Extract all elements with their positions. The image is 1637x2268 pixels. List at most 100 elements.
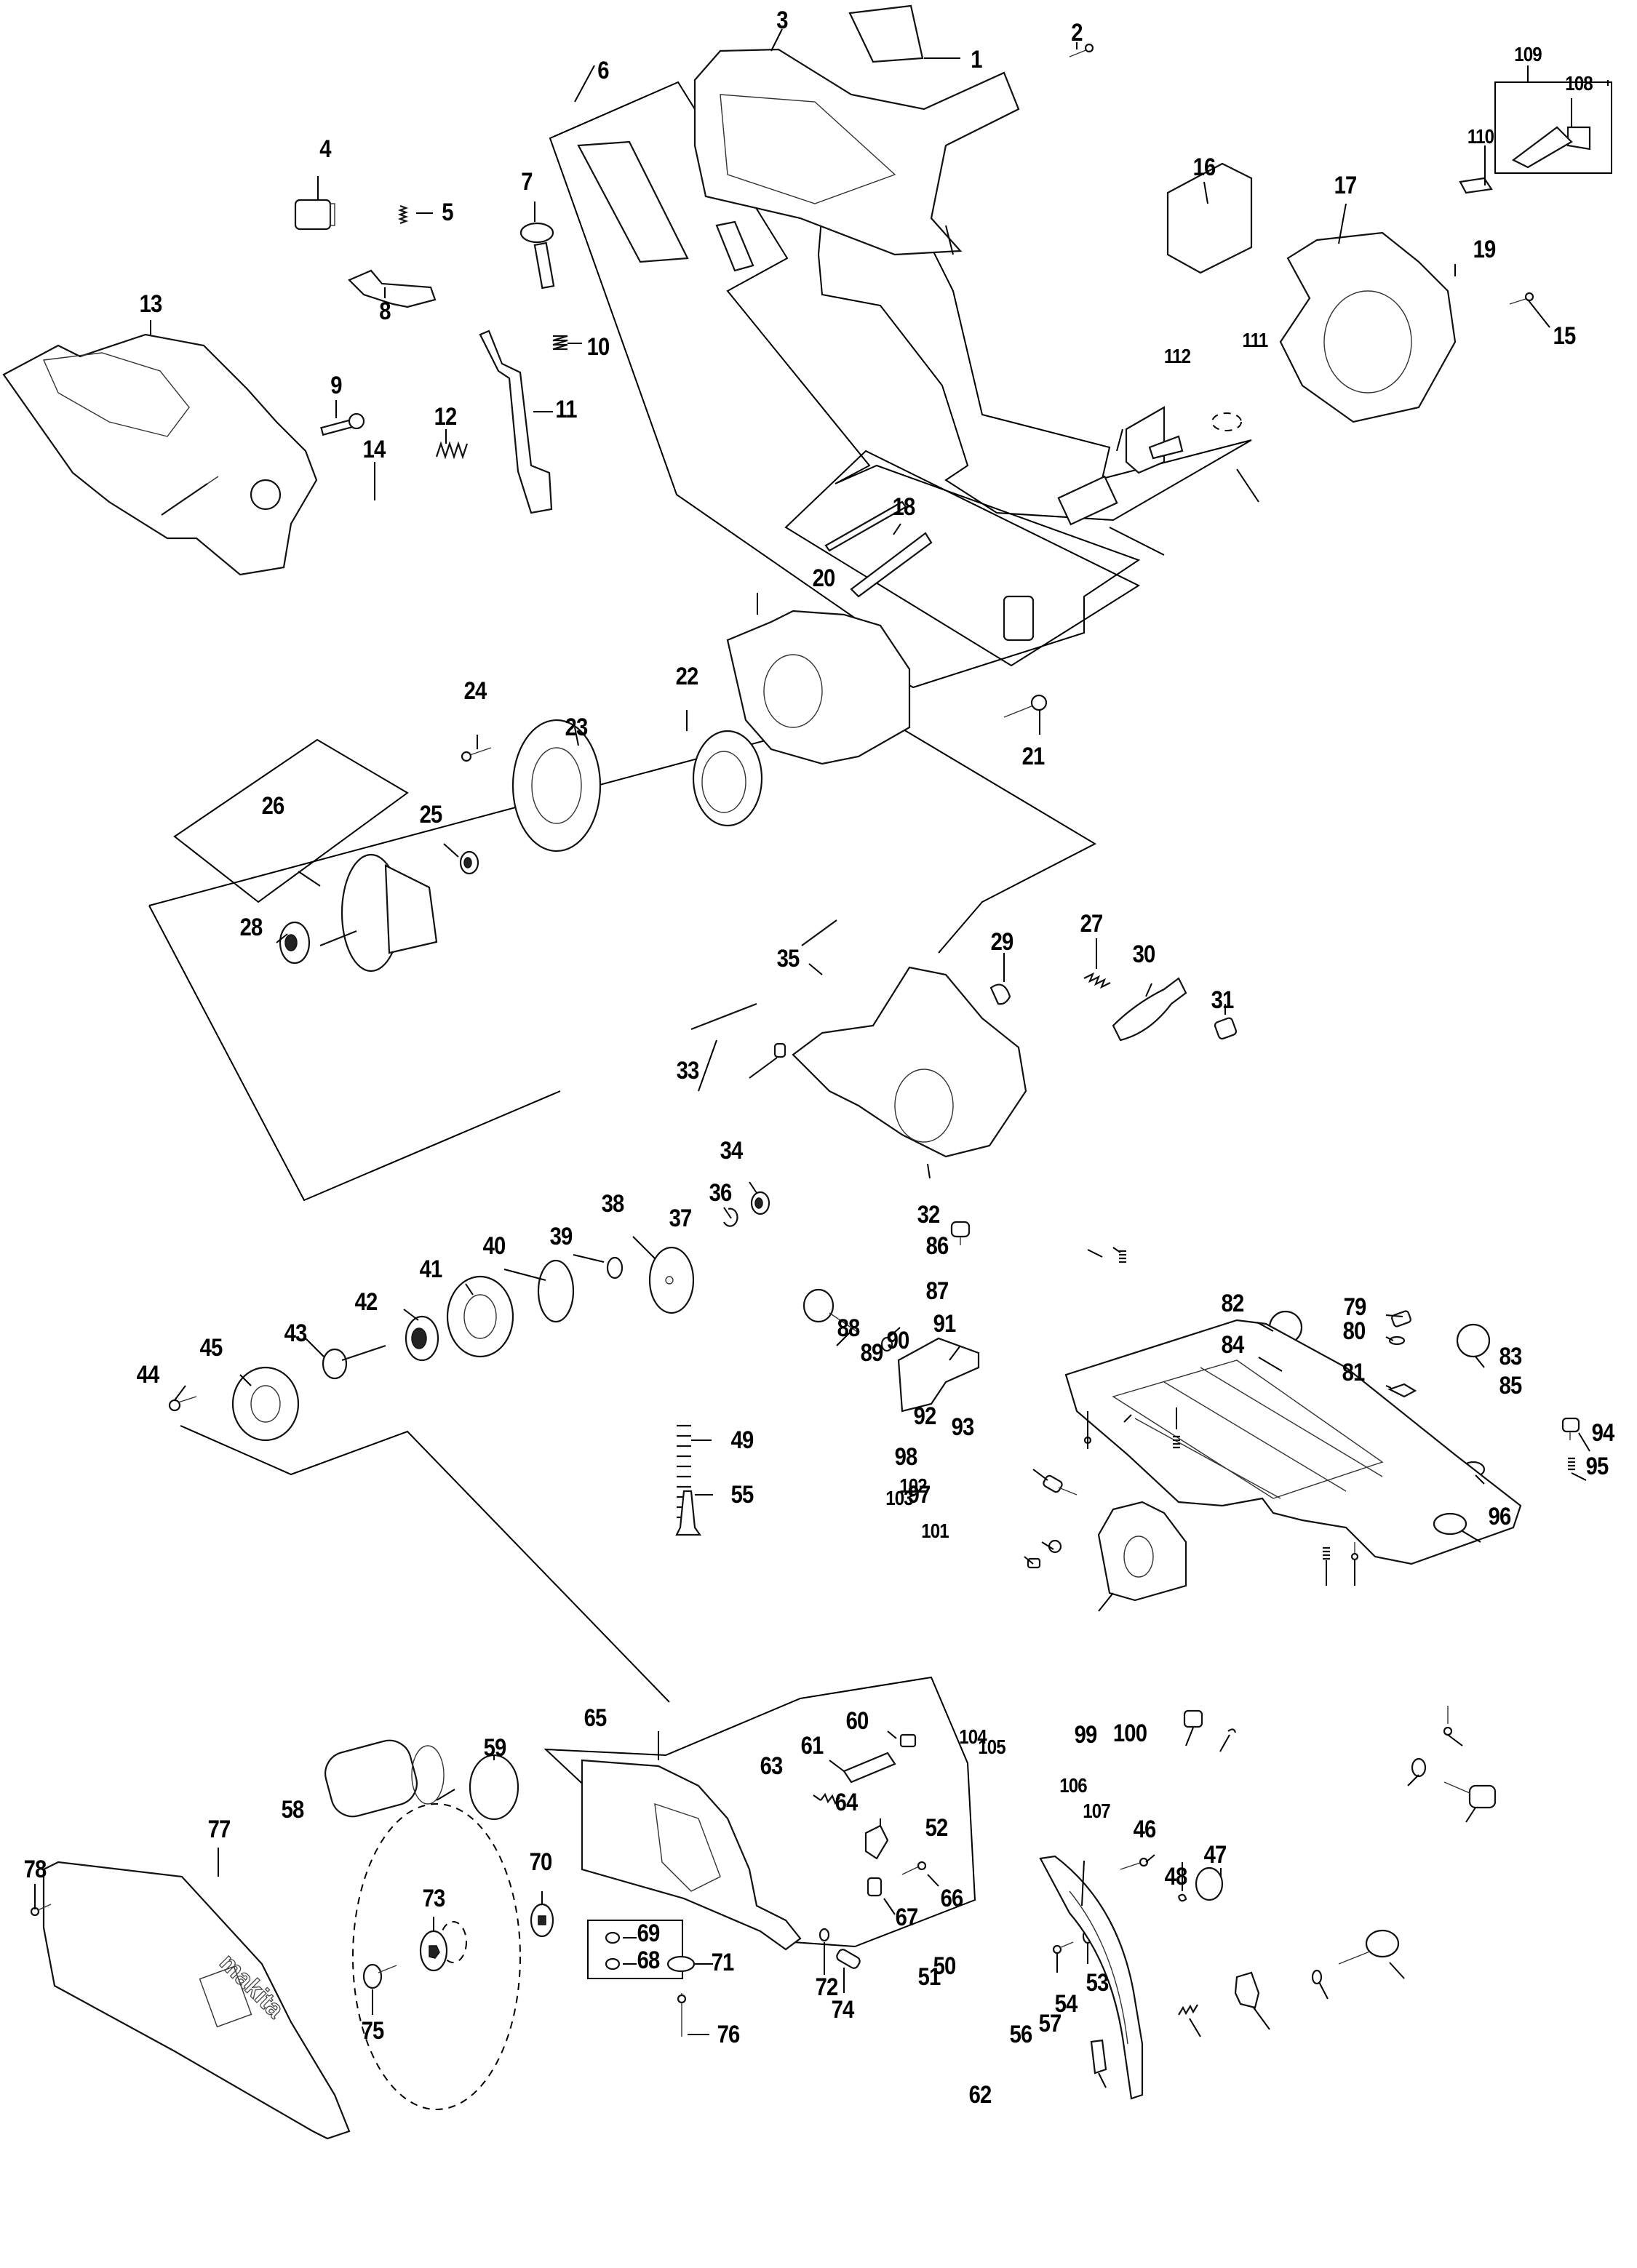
part-91-base[interactable] [1064, 1319, 1522, 1565]
callout-109[interactable]: 109 [1514, 43, 1542, 65]
part-45-bearing-retainer[interactable] [231, 1366, 300, 1442]
callout-51[interactable]: 51 [917, 1963, 941, 1991]
callout-108[interactable]: 108 [1565, 72, 1593, 95]
part-97-spring[interactable] [1323, 1546, 1330, 1560]
callout-46[interactable]: 46 [1133, 1816, 1157, 1843]
part-69-washer[interactable] [605, 1931, 621, 1944]
part-41-bearing-box[interactable] [446, 1275, 514, 1358]
callout-112[interactable]: 112 [1163, 345, 1191, 367]
callout-72[interactable]: 72 [815, 1973, 839, 2001]
part-7-lock-off-button[interactable] [519, 222, 555, 290]
part-58-dust-nozzle[interactable] [320, 1736, 445, 1821]
part-68-nut[interactable] [605, 1957, 621, 1970]
callout-74[interactable]: 74 [831, 1996, 855, 2024]
callout-80[interactable]: 80 [1342, 1317, 1366, 1345]
part-33-pin[interactable] [690, 1002, 757, 1031]
callout-50[interactable]: 50 [933, 1952, 957, 1980]
part-31-nut[interactable] [1214, 1017, 1238, 1040]
part-19-terminal[interactable] [1125, 406, 1166, 474]
part-28-bearing[interactable] [279, 921, 311, 965]
callout-107[interactable]: 107 [1083, 1800, 1110, 1822]
callout-95[interactable]: 95 [1585, 1453, 1609, 1480]
part-20-motor-housing[interactable] [726, 610, 911, 765]
callout-70[interactable]: 70 [529, 1848, 553, 1876]
callout-67[interactable]: 67 [895, 1904, 919, 1931]
part-14-pin[interactable] [161, 476, 219, 516]
callout-26[interactable]: 26 [261, 792, 285, 820]
part-10-spring[interactable] [552, 335, 568, 351]
part-63-spring[interactable] [820, 1792, 840, 1805]
callout-35[interactable]: 35 [776, 945, 800, 973]
callout-14[interactable]: 14 [362, 436, 386, 463]
part-65-blade-case[interactable] [581, 1759, 802, 1951]
callout-75[interactable]: 75 [361, 2017, 385, 2045]
part-55-guide-pin[interactable] [675, 1490, 702, 1536]
callout-98[interactable]: 98 [894, 1443, 918, 1471]
callout-81[interactable]: 81 [1342, 1359, 1366, 1386]
callout-88[interactable]: 88 [837, 1314, 861, 1342]
callout-19[interactable]: 19 [1473, 236, 1497, 263]
part-35-pin[interactable] [801, 919, 837, 946]
part-94-wing-bolt[interactable] [1561, 1417, 1580, 1440]
callout-59[interactable]: 59 [483, 1734, 507, 1762]
callout-48[interactable]: 48 [1164, 1863, 1188, 1890]
callout-40[interactable]: 40 [482, 1232, 506, 1260]
callout-90[interactable]: 90 [886, 1327, 910, 1354]
callout-101[interactable]: 101 [921, 1520, 949, 1542]
part-89-washer[interactable] [880, 1336, 893, 1352]
part-59-o-ring[interactable] [469, 1754, 519, 1821]
part-9-bolt[interactable] [320, 412, 365, 436]
callout-111[interactable]: 111 [1242, 329, 1269, 351]
part-44-screw[interactable] [168, 1396, 197, 1412]
part-102-nut[interactable] [1048, 1539, 1062, 1554]
part-111-switch[interactable] [1148, 435, 1184, 460]
callout-85[interactable]: 85 [1499, 1372, 1523, 1399]
callout-84[interactable]: 84 [1221, 1331, 1245, 1359]
part-83-knob[interactable] [1456, 1323, 1491, 1358]
callout-53[interactable]: 53 [1086, 1969, 1110, 1997]
callout-106[interactable]: 106 [1059, 1774, 1087, 1797]
callout-52[interactable]: 52 [925, 1814, 949, 1842]
callout-71[interactable]: 71 [711, 1949, 735, 1976]
callout-2[interactable]: 2 [1071, 19, 1083, 47]
callout-65[interactable]: 65 [583, 1704, 608, 1732]
callout-94[interactable]: 94 [1591, 1419, 1615, 1447]
callout-41[interactable]: 41 [419, 1255, 443, 1283]
callout-28[interactable]: 28 [239, 914, 263, 941]
callout-37[interactable]: 37 [669, 1205, 693, 1232]
callout-57[interactable]: 57 [1038, 2010, 1062, 2037]
part-100-screw[interactable] [1443, 1706, 1453, 1736]
callout-79[interactable]: 79 [1343, 1293, 1367, 1321]
part-88-bolt-knob[interactable] [802, 1288, 859, 1333]
callout-31[interactable]: 31 [1211, 986, 1235, 1014]
callout-73[interactable]: 73 [422, 1885, 446, 1912]
callout-4[interactable]: 4 [319, 135, 331, 163]
part-109-hook[interactable] [1511, 126, 1573, 169]
part-90-angle-plate[interactable] [897, 1337, 980, 1413]
callout-86[interactable]: 86 [925, 1232, 949, 1260]
callout-102[interactable]: 102 [899, 1474, 927, 1497]
callout-21[interactable]: 21 [1021, 743, 1045, 770]
callout-55[interactable]: 55 [730, 1481, 754, 1509]
part-38-spur-gear[interactable] [648, 1246, 695, 1314]
part-101-angle-plate[interactable] [1097, 1501, 1187, 1602]
callout-6[interactable]: 6 [597, 57, 609, 84]
part-73-outer-flange[interactable] [419, 1930, 448, 1972]
callout-9[interactable]: 9 [330, 372, 342, 399]
part-5-spring[interactable] [397, 204, 409, 225]
callout-54[interactable]: 54 [1054, 1990, 1078, 2018]
callout-34[interactable]: 34 [720, 1137, 744, 1165]
callout-43[interactable]: 43 [284, 1319, 308, 1347]
callout-24[interactable]: 24 [463, 677, 487, 705]
part-3-handle-housing[interactable] [693, 48, 1020, 256]
part-77-blade-cover[interactable] [42, 1861, 351, 2140]
callout-105[interactable]: 105 [978, 1736, 1005, 1758]
callout-69[interactable]: 69 [637, 1920, 661, 1947]
part-53-wing-bolt[interactable] [1338, 1929, 1400, 1965]
part-4-switch-button[interactable] [294, 199, 335, 231]
part-106-washer[interactable] [1411, 1757, 1427, 1778]
callout-45[interactable]: 45 [199, 1334, 223, 1362]
callout-5[interactable]: 5 [442, 199, 453, 226]
part-79-lever[interactable] [1391, 1310, 1411, 1327]
callout-7[interactable]: 7 [521, 168, 533, 196]
